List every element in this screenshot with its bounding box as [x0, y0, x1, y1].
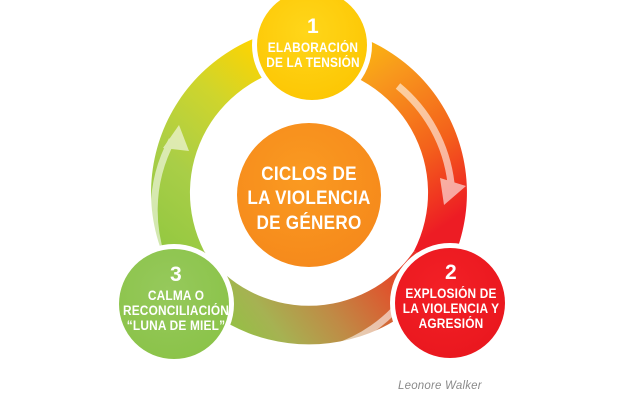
attribution-credit: Leonore Walker: [398, 380, 482, 392]
ring-segment-calm-to-tension: [151, 26, 309, 270]
center-circle: [237, 123, 381, 267]
stage-3-circle[interactable]: [119, 249, 229, 359]
ring-segment-tension-to-explosion: [309, 26, 467, 270]
arrow-bottom-leftward-icon: [230, 296, 407, 363]
stage-circles: [114, 0, 510, 364]
stage-1-circle[interactable]: [257, 0, 367, 100]
arrow-top-right-descending-icon: [395, 83, 466, 205]
stage-2-circle[interactable]: [395, 248, 505, 358]
